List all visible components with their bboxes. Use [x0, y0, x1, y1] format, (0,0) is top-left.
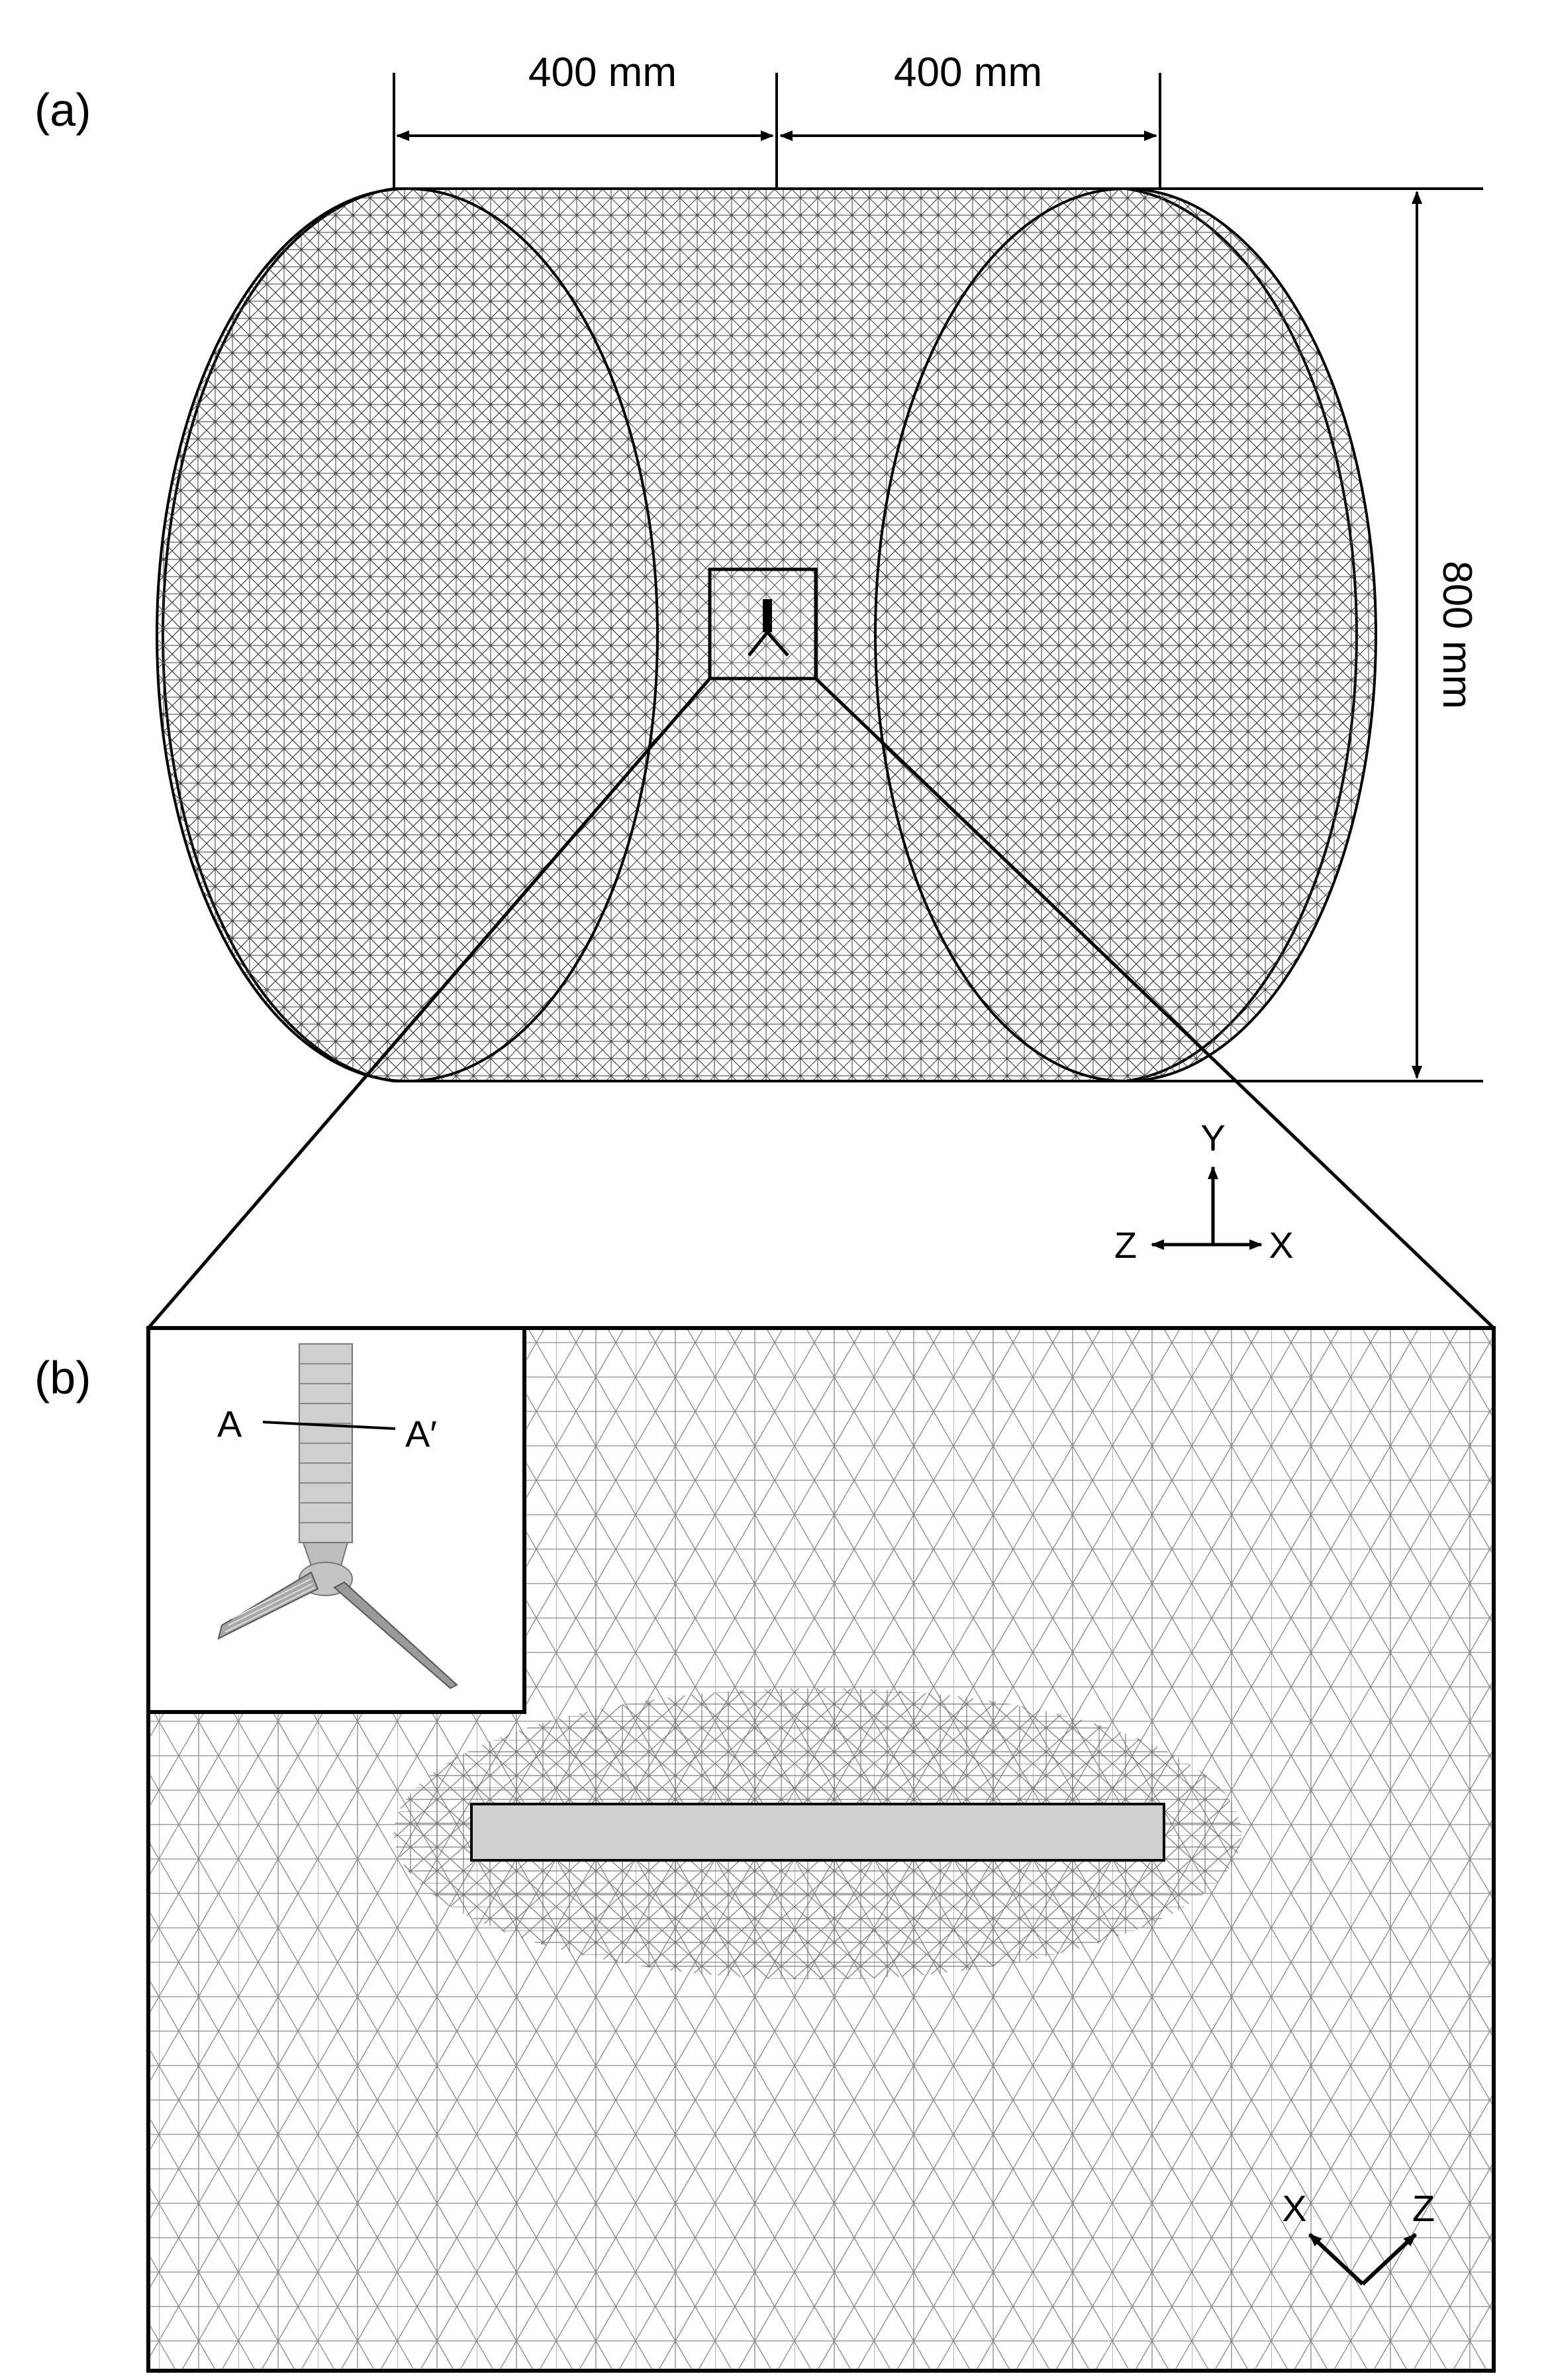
- axis-z-label-b: Z: [1412, 2187, 1435, 2229]
- cylinder-left-face: [156, 187, 659, 1082]
- zoom-line-left: [147, 677, 711, 1329]
- axis-triad-b: [1308, 2232, 1418, 2286]
- width-dimension: [393, 73, 1161, 189]
- axis-triad-a: [1151, 1166, 1263, 1250]
- section-line: [262, 1421, 396, 1430]
- blade-section: [470, 1803, 1165, 1862]
- zoom-line-right: [814, 677, 1495, 1329]
- impeller-small-icon: [748, 599, 789, 657]
- impeller-inset: [146, 1326, 526, 1714]
- impeller-3d-icon: [217, 1343, 458, 1690]
- height-dimension: [1126, 187, 1483, 1082]
- panel-a-label: (a): [34, 84, 91, 136]
- section-start-label: A: [217, 1403, 242, 1445]
- panel-b-frame: [146, 1326, 1496, 2373]
- section-end-label: A′: [405, 1413, 437, 1454]
- dimension-height-label: 800 mm: [1434, 561, 1480, 709]
- panel-b-label: (b): [34, 1352, 91, 1404]
- dimension-right-label: 400 mm: [894, 50, 1042, 95]
- cylinder-mesh: [156, 187, 1377, 1082]
- section-mesh-view: [148, 1328, 1494, 2371]
- axis-x-label-b: X: [1282, 2187, 1306, 2229]
- axis-z-label: Z: [1114, 1224, 1137, 1266]
- cylinder-right-face: [874, 187, 1377, 1082]
- axis-x-label: X: [1269, 1224, 1293, 1266]
- axis-y-label: Y: [1200, 1117, 1225, 1159]
- dimension-left-label: 400 mm: [528, 50, 677, 95]
